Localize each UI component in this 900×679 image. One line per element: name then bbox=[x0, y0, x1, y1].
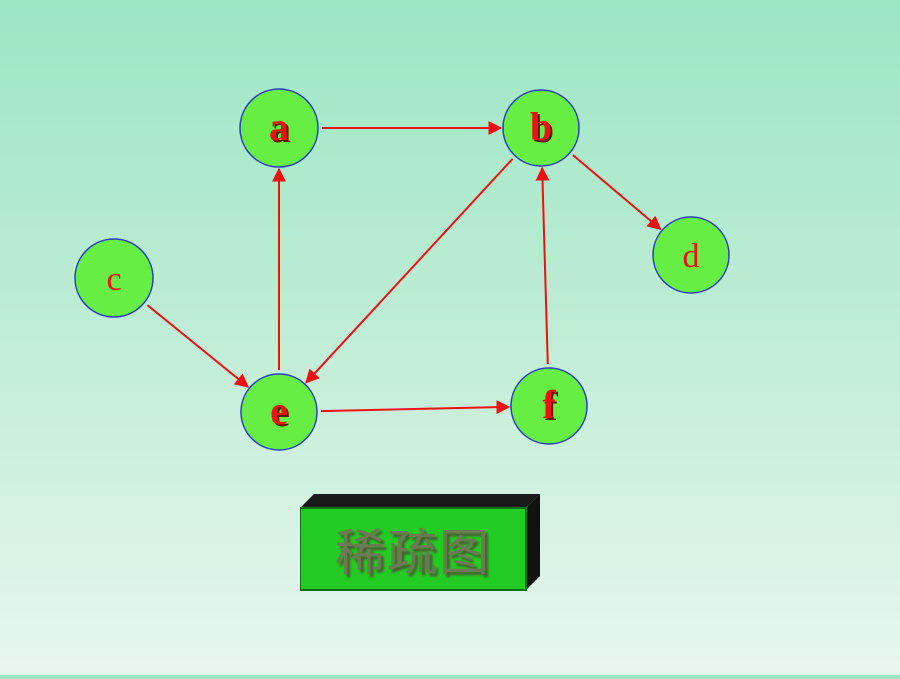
node-label-shadow-b: b bbox=[532, 106, 554, 151]
edges-layer bbox=[146, 121, 662, 415]
node-a: aa bbox=[239, 88, 319, 168]
edge-e-f bbox=[320, 400, 511, 415]
node-circle-a bbox=[239, 88, 319, 168]
node-circle-b bbox=[502, 89, 580, 167]
node-label-f: f bbox=[542, 382, 556, 427]
edge-f-b bbox=[535, 166, 550, 365]
node-label-c: c bbox=[106, 261, 121, 298]
node-circle-e bbox=[240, 373, 318, 451]
node-label-d: d bbox=[683, 238, 700, 275]
node-b: bb bbox=[502, 89, 580, 167]
node-d: d bbox=[652, 216, 730, 294]
node-c: c bbox=[74, 238, 154, 318]
node-circle-f bbox=[510, 367, 588, 445]
edge-c-e bbox=[146, 304, 250, 388]
caption-label: 稀疏图 bbox=[335, 524, 491, 582]
node-label-a: a bbox=[269, 104, 289, 149]
caption-box bbox=[300, 494, 540, 591]
node-label-e: e bbox=[270, 388, 288, 433]
node-e: ee bbox=[240, 373, 318, 451]
node-label-shadow-f: f bbox=[544, 384, 558, 429]
node-label-b: b bbox=[530, 104, 552, 149]
node-circle-c bbox=[74, 238, 154, 318]
node-circle-d bbox=[652, 216, 730, 294]
nodes-layer: aa bb c d ee ff bbox=[74, 88, 730, 451]
node-f: ff bbox=[510, 367, 588, 445]
edge-b-e bbox=[305, 158, 514, 384]
edge-b-d bbox=[572, 154, 662, 231]
node-label-shadow-a: a bbox=[271, 106, 291, 151]
node-label-shadow-e: e bbox=[272, 390, 290, 435]
